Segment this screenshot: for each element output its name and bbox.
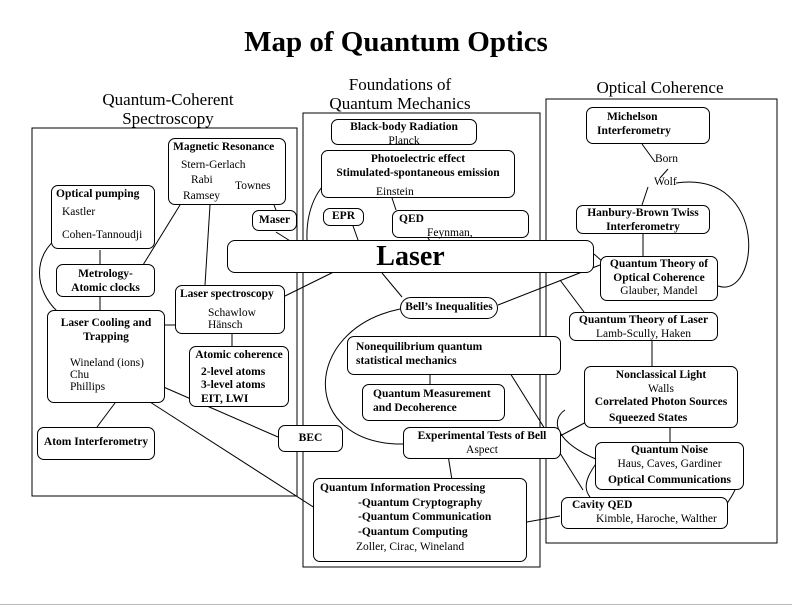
label-wolf: Wolf	[654, 176, 677, 188]
node-magnetic-resonance: Magnetic Resonance Stern-Gerlach Rabi To…	[168, 138, 286, 205]
optical-pumping-title: Optical pumping	[56, 188, 140, 200]
exp-tests-scientist: Aspect	[466, 443, 498, 456]
nonclassical-correlated-photons: Correlated Photon Sources	[594, 396, 728, 408]
metrology-line-1: Metrology-	[78, 268, 133, 280]
nonclassical-squeezed-states: Squeezed States	[609, 411, 688, 424]
node-hanbury-brown-twiss: Hanbury-Brown Twiss Interferometry	[576, 205, 710, 234]
left-column-heading: Quantum-Coherent Spectroscopy	[78, 90, 258, 128]
qip-title: Quantum Information Processing	[320, 482, 486, 494]
atomic-coherence-3-level: 3-level atoms	[201, 379, 266, 391]
left-heading-line-1: Quantum-Coherent	[102, 90, 234, 109]
photoelectric-scientist: Einstein	[376, 186, 414, 198]
cooling-line-2: Trapping	[83, 330, 129, 343]
label-born: Born	[655, 153, 678, 165]
optical-communications-label: Optical Communications	[608, 474, 731, 486]
nonclassical-walls: Walls	[648, 382, 674, 395]
node-quantum-theory-of-laser: Quantum Theory of Laser Lamb-Scully, Hak…	[569, 312, 718, 341]
nonequilibrium-line-2: statistical mechanics	[356, 354, 457, 367]
node-bells-inequalities: Bell’s Inequalities	[400, 297, 498, 319]
measurement-line-2: and Decoherence	[373, 401, 457, 414]
node-michelson-interferometry: Michelson Interferometry	[586, 107, 710, 144]
page-bottom-rule	[0, 604, 792, 605]
nonclassical-title: Nonclassical Light	[615, 369, 707, 381]
node-laser: Laser	[227, 240, 594, 273]
quantum-noise-scientists: Haus, Caves, Gardiner	[617, 457, 722, 470]
node-atomic-coherence: Atomic coherence 2-level atoms 3-level a…	[189, 346, 289, 407]
node-photoelectric-effect: Photoelectric effect Stimulated-spontane…	[321, 150, 515, 198]
qip-item-cryptography: -Quantum Cryptography	[358, 496, 483, 509]
laser-spectroscopy-title: Laser spectroscopy	[180, 288, 274, 300]
magnetic-title: Magnetic Resonance	[173, 141, 275, 153]
cavity-qed-scientists: Kimble, Haroche, Walther	[596, 512, 717, 525]
measurement-line-1: Quantum Measurement	[373, 388, 491, 400]
qt-coherence-line-1: Quantum Theory of	[609, 258, 709, 270]
cooling-line-1: Laser Cooling and	[60, 317, 152, 329]
qt-coherence-scientists: Glauber, Mandel	[620, 285, 698, 297]
cooling-phillips: Phillips	[70, 381, 106, 393]
atomic-coherence-2-level: 2-level atoms	[201, 365, 266, 378]
blackbody-scientist: Planck	[388, 134, 420, 147]
right-column-heading: Optical Coherence	[596, 78, 724, 97]
cooling-wineland: Wineland (ions)	[70, 357, 144, 369]
node-optical-pumping: Optical pumping Kastler Cohen-Tannoudji	[51, 185, 155, 249]
atomic-coherence-title: Atomic coherence	[195, 349, 283, 361]
node-atom-interferometry: Atom Interferometry	[37, 427, 155, 460]
photoelectric-line-1: Photoelectric effect	[370, 153, 466, 165]
magnetic-stern-gerlach: Stern-Gerlach	[181, 159, 246, 171]
page-title: Map of Quantum Optics	[244, 26, 548, 58]
middle-heading-line-1: Foundations of	[348, 75, 452, 94]
magnetic-townes: Townes	[235, 180, 271, 192]
qt-coherence-line-2: Optical Coherence	[613, 271, 705, 284]
qed-title: QED	[399, 213, 424, 225]
node-cavity-qed: Cavity QED Kimble, Haroche, Walther	[561, 497, 728, 529]
node-laser-spectroscopy: Laser spectroscopy Schawlow Hänsch	[175, 285, 285, 334]
quantum-noise-title: Quantum Noise	[631, 444, 708, 456]
photoelectric-line-2: Stimulated-spontaneous emission	[336, 166, 500, 179]
node-quantum-theory-optical-coherence: Quantum Theory of Optical Coherence Glau…	[600, 256, 718, 301]
michelson-line-1: Michelson	[607, 111, 658, 123]
middle-column-heading: Foundations of Quantum Mechanics	[305, 75, 495, 113]
optical-pumping-kastler: Kastler	[62, 206, 96, 218]
qip-item-computing: -Quantum Computing	[358, 525, 468, 538]
node-quantum-information-processing: Quantum Information Processing -Quantum …	[313, 478, 527, 562]
exp-tests-title: Experimental Tests of Bell	[417, 430, 547, 442]
cooling-chu: Chu	[70, 369, 90, 381]
hbt-line-2: Interferometry	[606, 220, 680, 233]
node-metrology-atomic-clocks: Metrology- Atomic clocks	[56, 264, 155, 297]
right-column-frame	[545, 98, 778, 544]
atomic-coherence-eit-lwi: EIT, LWI	[201, 392, 249, 405]
middle-heading-line-2: Quantum Mechanics	[329, 94, 471, 113]
qip-item-communication: -Quantum Communication	[358, 511, 492, 523]
metrology-line-2: Atomic clocks	[71, 281, 140, 294]
laser-spectroscopy-schawlow: Schawlow	[208, 307, 256, 319]
laser-spectroscopy-hansch: Hänsch	[208, 319, 243, 331]
node-nonclassical-light: Nonclassical Light Walls Correlated Phot…	[584, 366, 738, 428]
node-bec: BEC	[278, 425, 343, 452]
node-quantum-noise: Quantum Noise Haus, Caves, Gardiner Opti…	[595, 442, 744, 490]
node-qed: QED Feynman, Schwinger	[392, 210, 529, 252]
qt-laser-title: Quantum Theory of Laser	[578, 314, 709, 326]
qt-laser-scientists: Lamb-Scully, Haken	[595, 327, 692, 340]
node-nonequilibrium: Nonequilibrium quantum statistical mecha…	[347, 336, 561, 375]
blackbody-title: Black-body Radiation	[350, 121, 458, 133]
cavity-qed-title: Cavity QED	[572, 499, 633, 511]
node-experimental-tests-of-bell: Experimental Tests of Bell Aspect	[403, 427, 561, 459]
nonequilibrium-line-1: Nonequilibrium quantum	[356, 341, 483, 353]
node-maser: Maser	[252, 210, 297, 231]
qip-scientists: Zoller, Cirac, Wineland	[356, 541, 465, 553]
magnetic-ramsey: Ramsey	[183, 190, 221, 202]
node-blackbody-radiation: Black-body Radiation Planck	[331, 119, 477, 147]
left-heading-line-2: Spectroscopy	[122, 109, 214, 128]
hbt-line-1: Hanbury-Brown Twiss	[587, 207, 699, 219]
node-epr: EPR	[323, 208, 364, 226]
node-laser-cooling-and-trapping: Laser Cooling and Trapping Wineland (ion…	[47, 310, 165, 403]
optical-pumping-cohen-tannoudji: Cohen-Tannoudji	[62, 229, 143, 241]
node-quantum-measurement: Quantum Measurement and Decoherence	[362, 384, 505, 421]
michelson-line-2: Interferometry	[597, 124, 671, 137]
left-column-frame	[31, 127, 298, 497]
magnetic-rabi: Rabi	[191, 174, 213, 186]
